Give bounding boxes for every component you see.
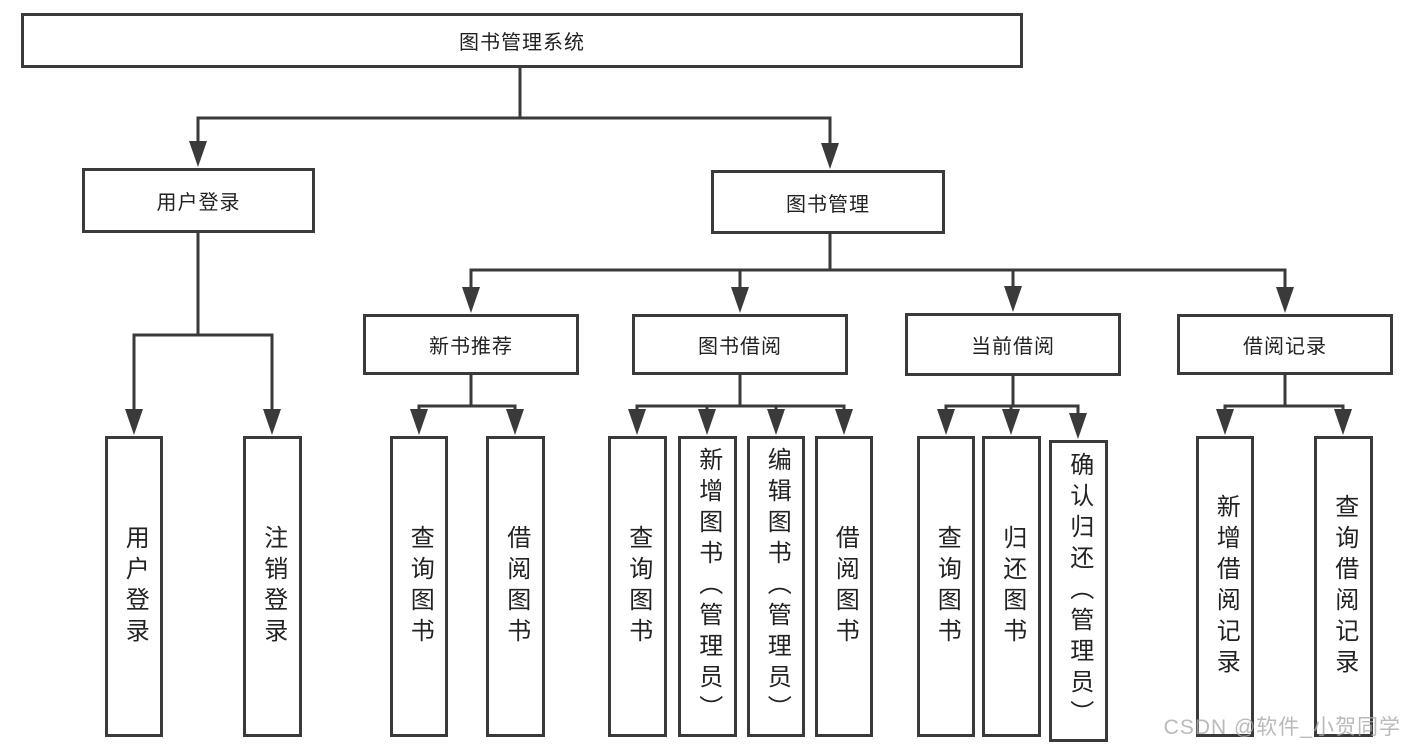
csdn-watermark: CSDN @软件_小贺同学 [1163, 716, 1401, 739]
leaf-confirm-return-admin: 确认归还（管理员） [1049, 440, 1108, 742]
node-new-book-recommend-label: 新书推荐 [429, 336, 513, 358]
node-user-login-label: 用户登录 [156, 192, 241, 214]
leaf-edit-book-admin-label: 编辑图书（管理员） [763, 447, 791, 726]
leaf-user-login: 用户登录 [105, 436, 163, 737]
leaf-borrow-books-recommend-label: 借阅图书 [502, 524, 530, 649]
node-borrow-records-label: 借阅记录 [1243, 336, 1327, 358]
leaf-query-books-recommend-label: 查询图书 [406, 524, 434, 649]
node-new-book-recommend: 新书推荐 [363, 314, 579, 375]
leaf-query-books-current-label: 查询图书 [933, 524, 961, 649]
leaf-edit-book-admin: 编辑图书（管理员） [747, 436, 805, 737]
node-current-borrow: 当前借阅 [905, 313, 1121, 376]
leaf-query-books-borrow-label: 查询图书 [624, 524, 652, 649]
leaf-add-book-admin: 新增图书（管理员） [678, 436, 737, 737]
leaf-return-book-label: 归还图书 [998, 524, 1026, 649]
leaf-query-books-recommend: 查询图书 [390, 436, 448, 737]
leaf-add-borrow-record: 新增借阅记录 [1196, 436, 1254, 737]
leaf-query-books-borrow: 查询图书 [608, 436, 667, 737]
leaf-add-borrow-record-label: 新增借阅记录 [1212, 493, 1240, 680]
node-book-borrow: 图书借阅 [632, 314, 848, 375]
leaf-confirm-return-admin-label: 确认归还（管理员） [1065, 451, 1093, 731]
node-book-management: 图书管理 [711, 170, 945, 234]
node-borrow-records: 借阅记录 [1177, 314, 1393, 375]
node-current-borrow-label: 当前借阅 [971, 336, 1055, 358]
leaf-logout-label: 注销登录 [259, 524, 287, 649]
leaf-user-login-label: 用户登录 [121, 524, 149, 649]
node-book-management-label: 图书管理 [786, 193, 870, 216]
leaf-return-book: 归还图书 [982, 436, 1041, 737]
leaf-query-borrow-record-label: 查询借阅记录 [1330, 493, 1358, 680]
node-root-label: 图书管理系统 [459, 32, 585, 54]
node-user-login: 用户登录 [82, 168, 315, 233]
node-root: 图书管理系统 [21, 13, 1023, 68]
leaf-add-book-admin-label: 新增图书（管理员） [694, 447, 722, 726]
leaf-borrow-books-recommend: 借阅图书 [486, 436, 545, 737]
leaf-borrow-books-2-label: 借阅图书 [831, 524, 859, 649]
leaf-borrow-books-2: 借阅图书 [815, 436, 873, 737]
leaf-query-books-current: 查询图书 [917, 436, 975, 737]
leaf-logout: 注销登录 [243, 436, 302, 737]
leaf-query-borrow-record: 查询借阅记录 [1314, 436, 1373, 737]
node-book-borrow-label: 图书借阅 [698, 336, 782, 358]
arrowhead-icons [125, 141, 1352, 439]
